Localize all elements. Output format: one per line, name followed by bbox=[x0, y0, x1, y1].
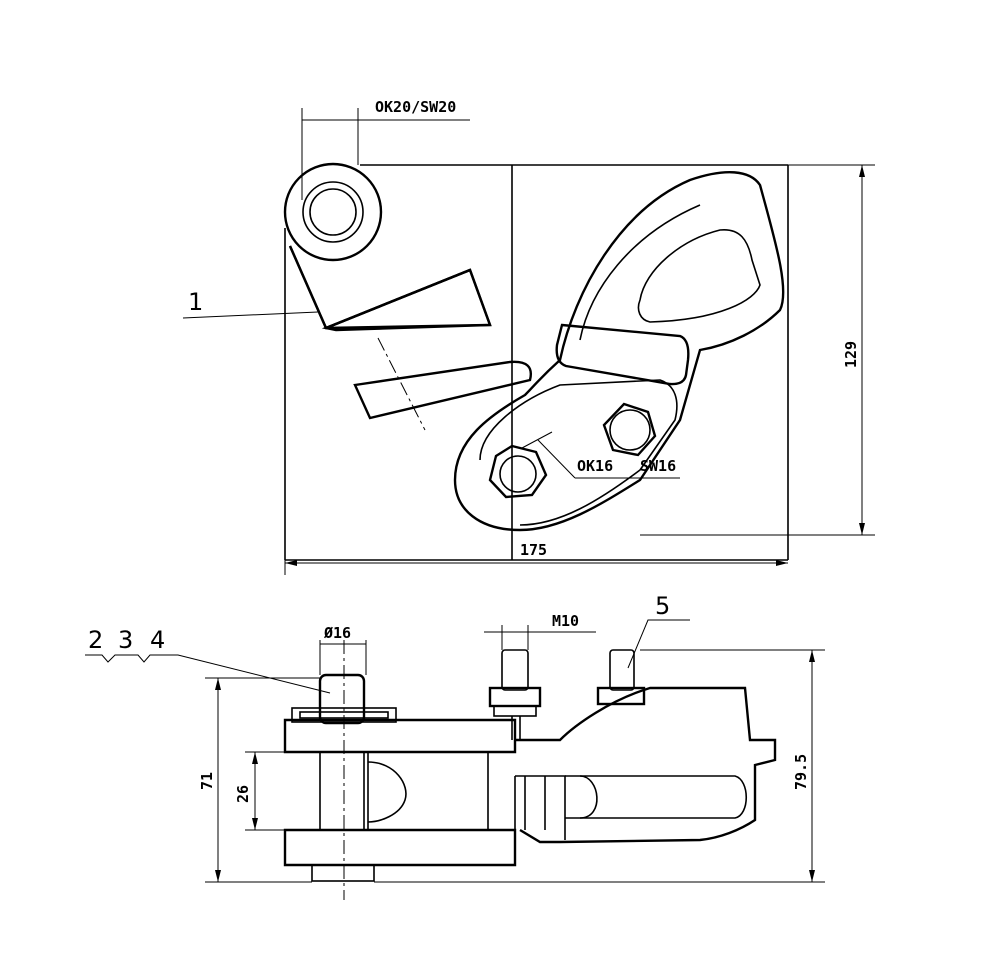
lever-block bbox=[321, 268, 492, 332]
callout-3: 3 bbox=[118, 626, 133, 654]
top-view: OK20/SW20 OK16 SW16 1 175 129 bbox=[182, 98, 875, 575]
pivot-bolt bbox=[283, 162, 383, 262]
pin-head bbox=[318, 673, 366, 725]
hook-body bbox=[453, 171, 785, 532]
dim-26: 26 bbox=[234, 785, 252, 803]
callout-1-leader bbox=[182, 311, 319, 319]
jaw-block bbox=[353, 360, 532, 420]
side-view: Ø16 M10 2 3 4 5 71 26 79.5 bbox=[85, 592, 825, 900]
hook-side-body bbox=[515, 686, 777, 844]
callout-1: 1 bbox=[188, 288, 203, 316]
stud-left bbox=[488, 649, 542, 740]
label-sw16: SW16 bbox=[640, 457, 676, 475]
dim-bolt-diameter: Ø16 bbox=[323, 624, 351, 642]
dim-129: 129 bbox=[842, 341, 860, 368]
callout-4: 4 bbox=[150, 626, 165, 654]
dim-71: 71 bbox=[198, 772, 216, 790]
lower-jaw bbox=[479, 379, 678, 526]
top-view-frame bbox=[284, 164, 789, 561]
pin-shaft bbox=[319, 751, 365, 831]
dim-79-5: 79.5 bbox=[792, 754, 810, 790]
dim-175: 175 bbox=[520, 541, 547, 559]
dim-thread: M10 bbox=[552, 612, 579, 630]
hole-arc bbox=[367, 761, 407, 823]
slot-outline bbox=[565, 775, 747, 819]
jaw-centerline bbox=[377, 337, 426, 431]
callout-234-leader bbox=[85, 654, 331, 694]
hex-nut-large bbox=[602, 402, 657, 457]
pin-bottom bbox=[311, 864, 375, 882]
callout-2: 2 bbox=[88, 626, 103, 654]
hex-nut-small bbox=[488, 444, 548, 499]
upper-clevis-plate bbox=[283, 718, 517, 754]
callout-5: 5 bbox=[655, 592, 670, 620]
stud-right bbox=[596, 649, 646, 706]
lower-clevis-plate bbox=[283, 828, 517, 867]
label-ok16: OK16 bbox=[577, 457, 613, 475]
callout-5-leader bbox=[627, 619, 690, 669]
hook-window bbox=[637, 229, 761, 323]
clamp-bar bbox=[555, 323, 690, 386]
label-ok20-sw20: OK20/SW20 bbox=[375, 98, 456, 116]
